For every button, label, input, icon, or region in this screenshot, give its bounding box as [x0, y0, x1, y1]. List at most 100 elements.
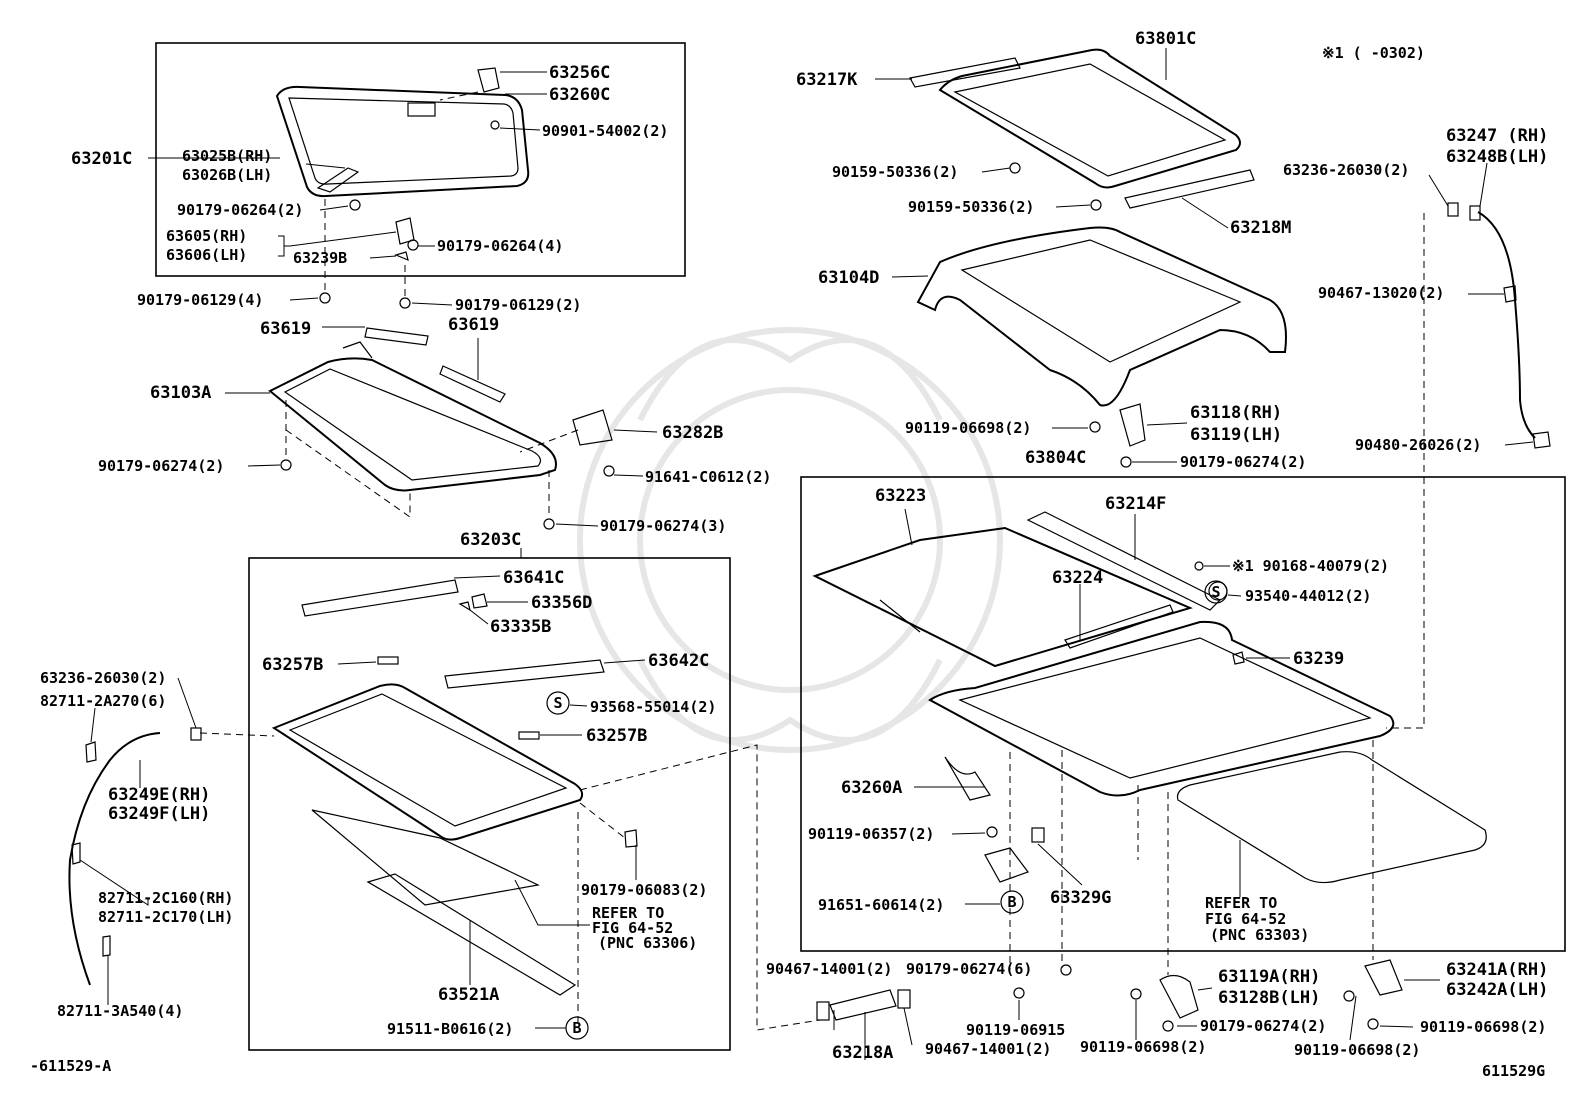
label-90119-06357: 90119-06357(2): [808, 825, 934, 843]
watermark-emblem: [577, 327, 1003, 753]
label-63118: 63118(RH): [1190, 403, 1282, 423]
marker-s-left: S: [546, 691, 570, 715]
label-63605: 63605(RH): [166, 227, 247, 245]
label-63249f: 63249F(LH): [108, 804, 210, 824]
label-63119: 63119(LH): [1190, 425, 1282, 445]
label-63356d: 63356D: [531, 593, 592, 613]
label-93568: 93568-55014(2): [590, 698, 716, 716]
label-63247: 63247 (RH): [1446, 126, 1548, 146]
roof-frame-drawing: [916, 226, 1287, 468]
sunroof-housing-drawing: [928, 620, 1487, 884]
label-90179-06274-b: 90179-06274(3): [600, 517, 726, 535]
label-63257b-b: 63257B: [586, 726, 647, 746]
label-90159-50336-b: 90159-50336(2): [908, 198, 1034, 216]
label-63236-right: 63236-26030(2): [1283, 161, 1409, 179]
label-63606: 63606(LH): [166, 246, 247, 264]
label-90119-06698-b: 90119-06698(2): [1080, 1038, 1206, 1056]
label-90168: ※1 90168-40079(2): [1232, 557, 1389, 575]
marker-b-left: B: [565, 1016, 589, 1040]
label-90179-06274-a: 90179-06274(2): [98, 457, 224, 475]
drain-hose-left-drawing: [68, 727, 202, 986]
label-63804c: 63804C: [1025, 448, 1086, 468]
label-90901-54002: 90901-54002(2): [542, 122, 668, 140]
glass-panel-drawing: [275, 67, 530, 309]
label-63257b-a: 63257B: [262, 655, 323, 675]
marker-b-right: B: [1000, 890, 1024, 914]
label-refer-right-2: FIG 64-52: [1205, 910, 1286, 928]
label-63119a: 63119A(RH): [1218, 967, 1320, 987]
label-82711-2c160: 82711-2C160(RH): [98, 889, 233, 907]
label-63239: 63239: [1293, 649, 1344, 669]
label-90467-13020: 90467-13020(2): [1318, 284, 1444, 302]
label-63224: 63224: [1052, 568, 1103, 588]
label-63203c: 63203C: [460, 530, 521, 550]
label-63241a: 63241A(RH): [1446, 960, 1548, 980]
label-82711-3a540: 82711-3A540(4): [57, 1002, 183, 1020]
group-box-63201c: [155, 42, 686, 277]
label-63217k: 63217K: [796, 70, 858, 90]
label-90119-06915: 90119-06915: [966, 1021, 1065, 1039]
label-90179-06264-a: 90179-06264(2): [177, 201, 303, 219]
label-bottom-right-code: 611529G: [1482, 1062, 1545, 1080]
label-90119-06698-c: 90119-06698(2): [1420, 1018, 1546, 1036]
sunroof-glass-drawing: [909, 48, 1255, 211]
svg-text:S: S: [553, 694, 562, 712]
label-63260a: 63260A: [841, 778, 902, 798]
label-90179-06129-a: 90179-06129(4): [137, 291, 263, 309]
label-63201c: 63201C: [71, 149, 132, 169]
label-63521a: 63521A: [438, 985, 499, 1005]
label-63242a: 63242A(LH): [1446, 980, 1548, 1000]
label-82711-2a270: 82711-2A270(6): [40, 692, 166, 710]
label-90480: 90480-26026(2): [1355, 436, 1481, 454]
label-63282b: 63282B: [662, 423, 723, 443]
label-63256c: 63256C: [549, 63, 610, 83]
label-63214f: 63214F: [1105, 494, 1166, 514]
label-90119-06698-a: 90119-06698(2): [905, 419, 1031, 437]
label-63619-b: 63619: [448, 315, 499, 335]
label-63641c: 63641C: [503, 568, 564, 588]
label-refer-right-3: (PNC 63303): [1210, 926, 1309, 944]
label-90179-06274-d: 90179-06274(6): [906, 960, 1032, 978]
group-box-63203c: [248, 557, 731, 1051]
label-63236-left: 63236-26030(2): [40, 669, 166, 687]
housing-assembly-drawing: [271, 579, 638, 996]
label-63026b: 63026B(LH): [182, 166, 272, 184]
label-63249e: 63249E(RH): [108, 785, 210, 805]
label-91511: 91511-B0616(2): [387, 1020, 513, 1038]
label-63128b: 63128B(LH): [1218, 988, 1320, 1008]
label-refer-left-1: REFER TO: [592, 904, 664, 922]
label-63248b: 63248B(LH): [1446, 147, 1548, 167]
label-63642c: 63642C: [648, 651, 709, 671]
label-93540: 93540-44012(2): [1245, 587, 1371, 605]
label-91651: 91651-60614(2): [818, 896, 944, 914]
label-63218m: 63218M: [1230, 218, 1291, 238]
label-90119-06698-d: 90119-06698(2): [1294, 1041, 1420, 1059]
label-63103a: 63103A: [150, 383, 211, 403]
svg-text:B: B: [572, 1019, 581, 1037]
label-refer-left-3: (PNC 63306): [598, 934, 697, 952]
label-91641: 91641-C0612(2): [645, 468, 771, 486]
label-bottom-left-code: -611529-A: [30, 1057, 111, 1075]
label-63223: 63223: [875, 486, 926, 506]
label-refer-right-1: REFER TO: [1205, 894, 1277, 912]
label-63025b: 63025B(RH): [182, 147, 272, 165]
svg-text:S: S: [1211, 583, 1220, 601]
label-63239b: 63239B: [293, 249, 347, 267]
label-63260c: 63260C: [549, 85, 610, 105]
label-90159-50336-a: 90159-50336(2): [832, 163, 958, 181]
label-refer-left-2: FIG 64-52: [592, 919, 673, 937]
label-note-1: ※1 ( -0302): [1322, 44, 1425, 62]
label-63801c: 63801C: [1135, 29, 1196, 49]
label-63329g: 63329G: [1050, 888, 1111, 908]
drain-hose-right-drawing: [1447, 202, 1551, 449]
group-box-63804c: [800, 476, 1566, 952]
marker-s-right: S: [1204, 580, 1228, 604]
label-63335b: 63335B: [490, 617, 551, 637]
label-90179-06129-b: 90179-06129(2): [455, 296, 581, 314]
label-63619-a: 63619: [260, 319, 311, 339]
leader-lines: [79, 48, 1534, 1060]
label-90179-06274-e: 90179-06274(2): [1200, 1017, 1326, 1035]
label-90179-06083: 90179-06083(2): [581, 881, 707, 899]
label-90179-06264-b: 90179-06264(4): [437, 237, 563, 255]
